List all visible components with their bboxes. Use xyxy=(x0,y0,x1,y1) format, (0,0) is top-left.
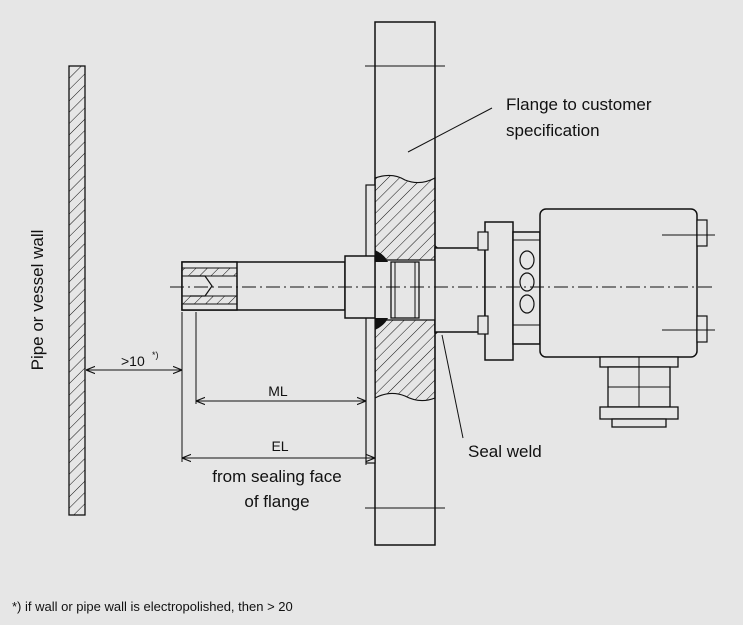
sealing-label-line1: from sealing face xyxy=(212,467,341,486)
ml-label: ML xyxy=(268,383,288,399)
sensor-probe xyxy=(181,255,420,319)
connection-head xyxy=(539,208,715,428)
gap-label: >10 xyxy=(121,353,145,369)
seal-weld-label: Seal weld xyxy=(468,442,542,461)
vessel-wall xyxy=(68,65,86,516)
wall-label: Pipe or vessel wall xyxy=(28,230,47,371)
flange-label-line1: Flange to customer xyxy=(506,95,652,114)
gap-superscript: *) xyxy=(152,350,159,360)
footnote: *) if wall or pipe wall is electropolish… xyxy=(12,599,293,614)
flange-leader xyxy=(407,107,493,153)
seal-weld-leader xyxy=(441,334,464,439)
el-label: EL xyxy=(271,438,288,454)
extension-neck xyxy=(434,221,552,361)
sealing-label-line2: of flange xyxy=(244,492,309,511)
flange-label-line2: specification xyxy=(506,121,600,140)
